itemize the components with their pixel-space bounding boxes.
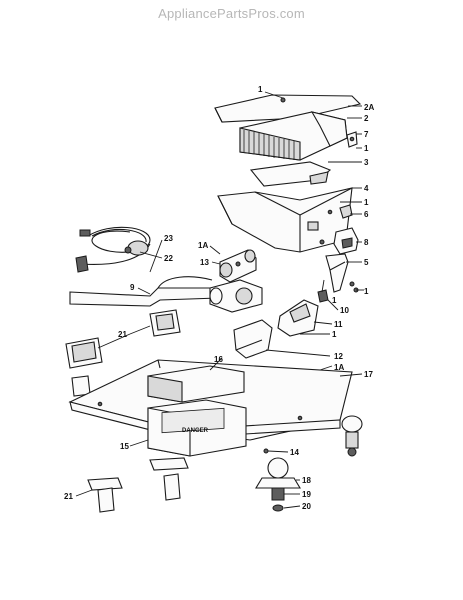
connector [317,279,329,303]
callout-4: 4 [364,184,369,193]
bottom-bracket-a [87,477,123,513]
clip [339,204,353,219]
callout-10: 10 [340,306,349,315]
callout-21-lower: 21 [64,492,73,501]
inner-housing [147,365,245,403]
callout-6: 6 [364,210,369,219]
mounting-plate [249,161,332,187]
control-module-upper [149,309,181,337]
callout-1A-lower: 1A [334,363,344,372]
leader-lines [75,91,363,509]
callout-1-top: 1 [258,85,263,94]
gas-valve [209,279,263,313]
top-cover [214,94,362,123]
callout-3: 3 [364,158,369,167]
callout-16: 16 [214,355,223,364]
callout-22: 22 [164,254,173,263]
callout-14: 14 [290,448,299,457]
callout-12: 12 [334,352,343,361]
callout-21-upper: 21 [118,330,127,339]
callout-20: 20 [302,502,311,511]
callout-23: 23 [164,234,173,243]
callout-1-a: 1 [364,144,369,153]
callouts: 1 2A 2 7 1 3 4 1 6 8 23 22 1A 13 5 1 9 1… [64,85,374,511]
leveling-leg [255,457,301,512]
small-bracket [346,131,358,148]
callout-1-e: 1 [332,330,337,339]
leveling-leg-upper [341,415,363,457]
switch-box [333,227,359,255]
callout-13: 13 [200,258,209,267]
screw-bottom [263,448,269,454]
callout-15: 15 [120,442,129,451]
callout-9: 9 [130,283,135,292]
callout-1-d: 1 [332,296,337,305]
igniter-bracket [277,299,319,337]
power-cord [75,226,151,273]
callout-5: 5 [364,258,369,267]
control-module-left [65,337,103,397]
callout-17: 17 [364,370,373,379]
bottom-bracket-b [149,457,189,501]
danger-label: DANGER [182,428,209,434]
callout-2A: 2A [364,103,374,112]
screw-pair [349,281,364,293]
watermark: AppliancePartsPros.com [158,6,305,21]
angled-bracket [325,253,349,293]
screw [319,239,325,245]
gas-valve-small [219,249,257,283]
callout-2: 2 [364,114,369,123]
callout-7: 7 [364,130,369,139]
control-box: DANGER [147,399,247,457]
callout-19: 19 [302,490,311,499]
callout-1-c: 1 [364,287,369,296]
callout-1A-upper: 1A [198,241,208,250]
mount-bracket [233,319,273,359]
main-bracket [217,187,353,253]
callout-8: 8 [364,238,369,247]
callout-1-b: 1 [364,198,369,207]
callout-18: 18 [302,476,311,485]
callout-11: 11 [334,320,343,329]
